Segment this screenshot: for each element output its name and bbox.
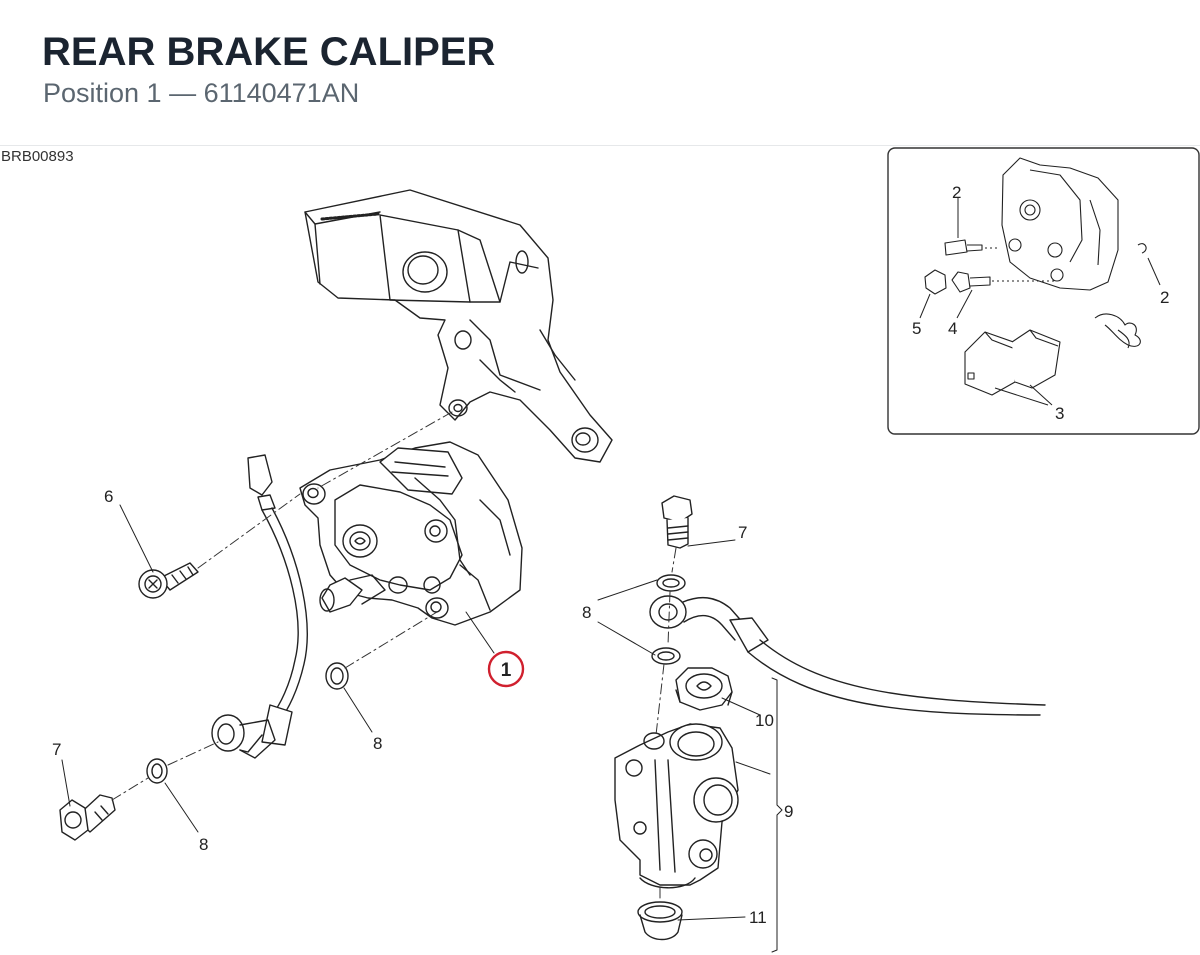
master-cylinder-9 [614,723,739,889]
header-divider [0,145,1200,146]
highlight-circle [487,650,525,688]
callout-6: 6 [104,487,113,506]
inset-callout-5: 5 [912,319,921,338]
callout-7-left: 7 [52,740,61,759]
callout-8-right: 8 [582,603,591,622]
page-subtitle: Position 1 — 61140471AN [43,78,360,108]
inset-callout-4: 4 [948,319,957,338]
caliper-bracket [304,189,613,463]
brake-hose-right [649,595,1046,716]
callout-11: 11 [749,908,767,927]
assembly-lines [111,411,677,901]
banjo-bolt-7-right [661,495,693,549]
callout-8-middle: 8 [373,734,382,753]
copper-washers-8 [146,574,686,784]
leader-lines [61,504,783,953]
brake-caliper [299,441,523,626]
inset-callout-2-top: 2 [952,183,961,202]
callout-10: 10 [755,711,774,730]
callout-9: 9 [784,802,793,821]
page-title: REAR BRAKE CALIPER [42,30,496,74]
inset-callout-2-right: 2 [1160,288,1169,307]
callout-1: 1 [501,660,512,681]
caliper-bolt-6 [138,562,199,599]
diagram-code: BRB00893 [1,148,74,165]
brake-hose-left [211,454,308,759]
callout-7-right: 7 [738,523,747,542]
dust-boot-11 [637,901,683,941]
inset-callout-3: 3 [1055,404,1064,423]
detail-inset: 2 2 3 4 5 [887,147,1200,435]
banjo-bolt-7-left [59,794,116,841]
master-cylinder-cap-10 [675,667,733,711]
callout-8-left: 8 [199,835,208,854]
